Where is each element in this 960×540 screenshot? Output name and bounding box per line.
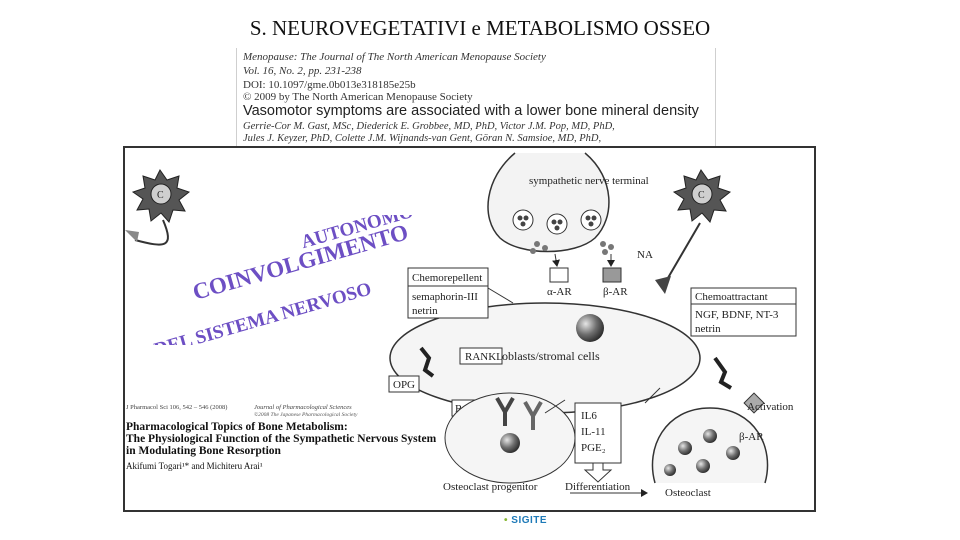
label-osteoblasts: Osteoblasts/stromal cells [480, 349, 600, 363]
label-differentiation: Differentiation [565, 481, 631, 493]
label-activation: Activation [747, 401, 794, 413]
neuron-left: C [125, 169, 191, 246]
paper-doi: DOI: 10.1097/gme.0b013e318185e25b [243, 79, 416, 91]
label-il6: IL6 [581, 410, 597, 422]
alpha-ar-receptor [549, 267, 569, 283]
neuron-right-c-label: C [698, 190, 705, 201]
label-netrin-left: netrin [412, 305, 438, 317]
label-pge2: PGE₂ [581, 442, 606, 454]
paper-headline: Vasomotor symptoms are associated with a… [243, 103, 699, 119]
ref-authors: Akifumi Togari¹* and Michiteru Arai¹ [126, 461, 263, 471]
label-osteoclast: Osteoclast [665, 487, 711, 499]
osteoclast-cell [651, 407, 769, 484]
beta-ar-receptor [602, 267, 622, 283]
neuron-right: C [655, 169, 732, 294]
paper-copyright: © 2009 by The North American Menopause S… [243, 91, 473, 103]
paper-authors-line-2: Jules J. Keyzer, PhD, Colette J.M. Wijna… [243, 133, 602, 144]
label-rankl: RANKL [465, 351, 503, 363]
label-semaphorin: semaphorin-III [412, 291, 478, 303]
sympathetic-nerve-terminal [487, 152, 614, 255]
label-ngf: NGF, BDNF, NT-3 [695, 309, 779, 321]
slide-title: S. NEUROVEGETATIVI e METABOLISMO OSSEO [249, 16, 711, 40]
neuron-left-c-label: C [157, 190, 164, 201]
chemorepellent-box [407, 267, 489, 319]
footer-logo: • SIGITE [504, 515, 547, 526]
figure-diagram: sympathetic nerve terminal NA α-AR β-AR … [125, 152, 797, 499]
opg-molecule [419, 346, 435, 378]
journal-name: Menopause: The Journal of The North Amer… [243, 51, 546, 63]
logo-text: SIGITE [511, 515, 548, 526]
ref-title-line-2: in Modulating Bone Resorption [126, 445, 281, 457]
journal-volume: Vol. 16, No. 2, pp. 231-238 [243, 65, 362, 77]
ref-kicker: Pharmacological Topics of Bone Metabolis… [126, 421, 348, 433]
label-alpha-ar: α-AR [547, 286, 572, 298]
bone-metabolism-figure: sympathetic nerve terminal NA α-AR β-AR … [123, 146, 816, 512]
label-osteoclast-progenitor: Osteoclast progenitor [443, 481, 538, 493]
label-netrin-right: netrin [695, 323, 721, 335]
paper-authors-line-1: Gerrie-Cor M. Gast, MSc, Diederick E. Gr… [243, 121, 615, 132]
label-opg: OPG [393, 379, 415, 391]
label-beta-ar-osteoclast: β-AR [739, 431, 764, 443]
chemoattractant-box [690, 287, 797, 337]
label-il11: IL-11 [581, 426, 606, 438]
logo-mark-icon: • [504, 515, 509, 526]
opg-box [388, 375, 420, 393]
ref-citation-right-2: ©2008 The Japanese Pharmacological Socie… [254, 412, 358, 418]
paper-header-excerpt: Menopause: The Journal of The North Amer… [236, 48, 716, 146]
ref-citation-right-1: Journal of Pharmacological Sciences [254, 404, 352, 411]
osteoblast-nucleus [576, 314, 604, 342]
label-chemoattractant: Chemoattractant [695, 291, 768, 303]
label-chemorepellent: Chemorepellent [412, 272, 482, 284]
label-beta-ar: β-AR [603, 286, 628, 298]
label-sympathetic-terminal: sympathetic nerve terminal [529, 175, 649, 187]
ref-title-line-1: The Physiological Function of the Sympat… [126, 433, 437, 445]
rankl-box [459, 347, 503, 365]
ref-citation-left: J Pharmacol Sci 106, 542 – 546 (2008) [126, 404, 228, 411]
label-na: NA [637, 249, 653, 261]
cytokine-box [574, 402, 622, 464]
rankl-molecule-right [713, 356, 733, 390]
reference-paper: J Pharmacol Sci 106, 542 – 546 (2008) Jo… [126, 404, 446, 471]
